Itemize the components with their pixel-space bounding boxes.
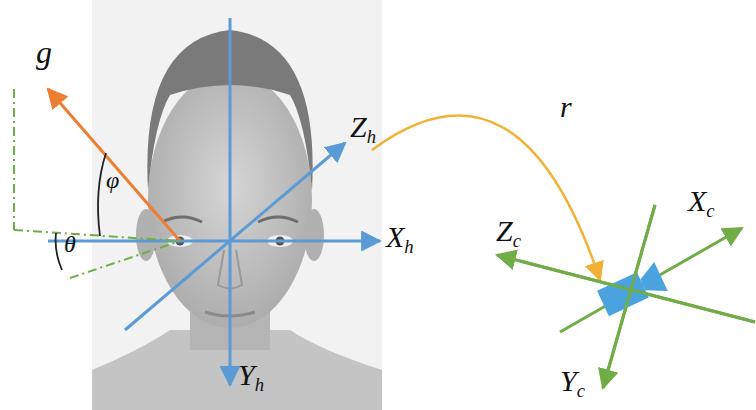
axis-label: Xc — [688, 186, 715, 220]
axis-label: Zh — [350, 112, 376, 146]
axis-label: Yh — [238, 360, 264, 394]
angle-label: φ — [106, 168, 119, 192]
rotation-label: r — [560, 92, 572, 122]
gaze-label: g — [36, 36, 52, 68]
axis-label: Xh — [386, 222, 414, 256]
axis-label: Zc — [496, 216, 521, 250]
axis-label: Yc — [560, 366, 585, 400]
angle-label: θ — [64, 232, 76, 256]
